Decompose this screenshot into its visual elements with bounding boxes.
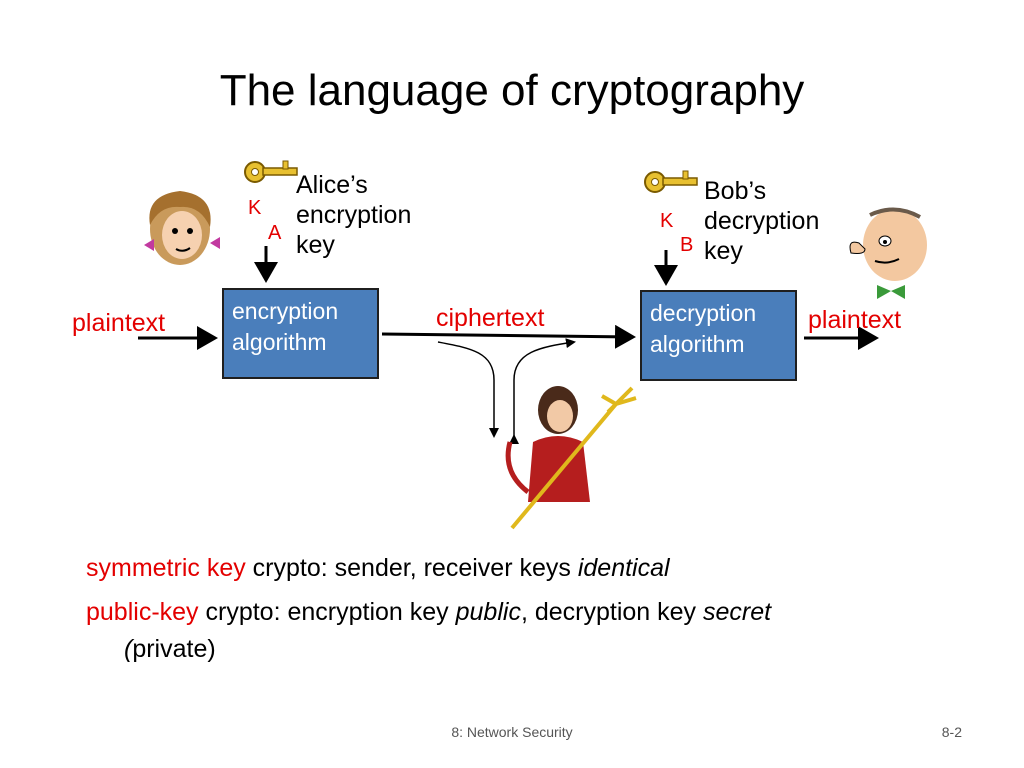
bob-key-label: Bob’s decryption key bbox=[704, 176, 819, 266]
alice-key-label-line: Alice’s bbox=[296, 171, 368, 199]
bullet-public-cont-paren: ( bbox=[124, 635, 133, 663]
bullet-symmetric-term: symmetric key bbox=[86, 554, 246, 582]
encryption-algorithm-box: encryption algorithm bbox=[222, 288, 379, 379]
decryption-box-line: algorithm bbox=[650, 331, 745, 357]
bullet-public-emph1: public bbox=[455, 598, 521, 626]
encryption-box-line: encryption bbox=[232, 298, 339, 324]
bullet-public-emph2: secret bbox=[702, 598, 772, 626]
alice-key-label-line: encryption bbox=[296, 201, 412, 229]
intercept-arrow-down bbox=[437, 341, 499, 438]
bullet-public-text: crypto: encryption key bbox=[198, 598, 456, 626]
bullet-public-key: public-key crypto: encryption key public… bbox=[86, 598, 986, 627]
slide-title: The language of cryptography bbox=[219, 66, 805, 115]
footer-center: 8: Network Security bbox=[451, 724, 573, 740]
bullet-public-key-continuation: (private) bbox=[124, 635, 216, 664]
bullet-symmetric-text: crypto: sender, receiver keys bbox=[245, 554, 578, 582]
bob-key-k: K bbox=[660, 210, 674, 232]
bullet-public-term: public-key bbox=[86, 598, 199, 626]
alice-key-icon bbox=[244, 160, 298, 183]
bob-key-label-line: decryption bbox=[704, 207, 820, 235]
plaintext-right-label: plaintext bbox=[808, 306, 902, 334]
bob-key-label-line: key bbox=[704, 237, 743, 265]
encryption-box-line: algorithm bbox=[232, 329, 327, 355]
footer-page-number: 8-2 bbox=[941, 724, 962, 740]
ciphertext-label: ciphertext bbox=[436, 304, 545, 332]
alice-key-k: K bbox=[248, 197, 262, 219]
trudy-figure bbox=[505, 386, 637, 530]
alice-figure bbox=[144, 191, 220, 265]
alice-key-label: Alice’s encryption key bbox=[296, 170, 411, 260]
plaintext-left-label: plaintext bbox=[72, 309, 166, 337]
bob-key-icon bbox=[644, 170, 698, 193]
ciphertext-arrow bbox=[381, 324, 636, 349]
decryption-algorithm-box: decryption algorithm bbox=[640, 290, 797, 381]
decryption-box-line: decryption bbox=[650, 300, 757, 326]
bullet-public-cont: private) bbox=[132, 635, 216, 663]
bob-key-label-line: Bob’s bbox=[704, 177, 767, 205]
bullet-symmetric-emph: identical bbox=[577, 554, 670, 582]
alice-key-label-line: key bbox=[296, 231, 335, 259]
alice-key-subscript: A bbox=[268, 222, 282, 244]
intercept-arrow-up bbox=[509, 338, 576, 444]
bullet-symmetric: symmetric key crypto: sender, receiver k… bbox=[86, 554, 986, 583]
bob-figure bbox=[849, 207, 927, 299]
bullet-public-mid: , decryption key bbox=[520, 598, 703, 626]
bob-key-subscript: B bbox=[680, 234, 694, 256]
